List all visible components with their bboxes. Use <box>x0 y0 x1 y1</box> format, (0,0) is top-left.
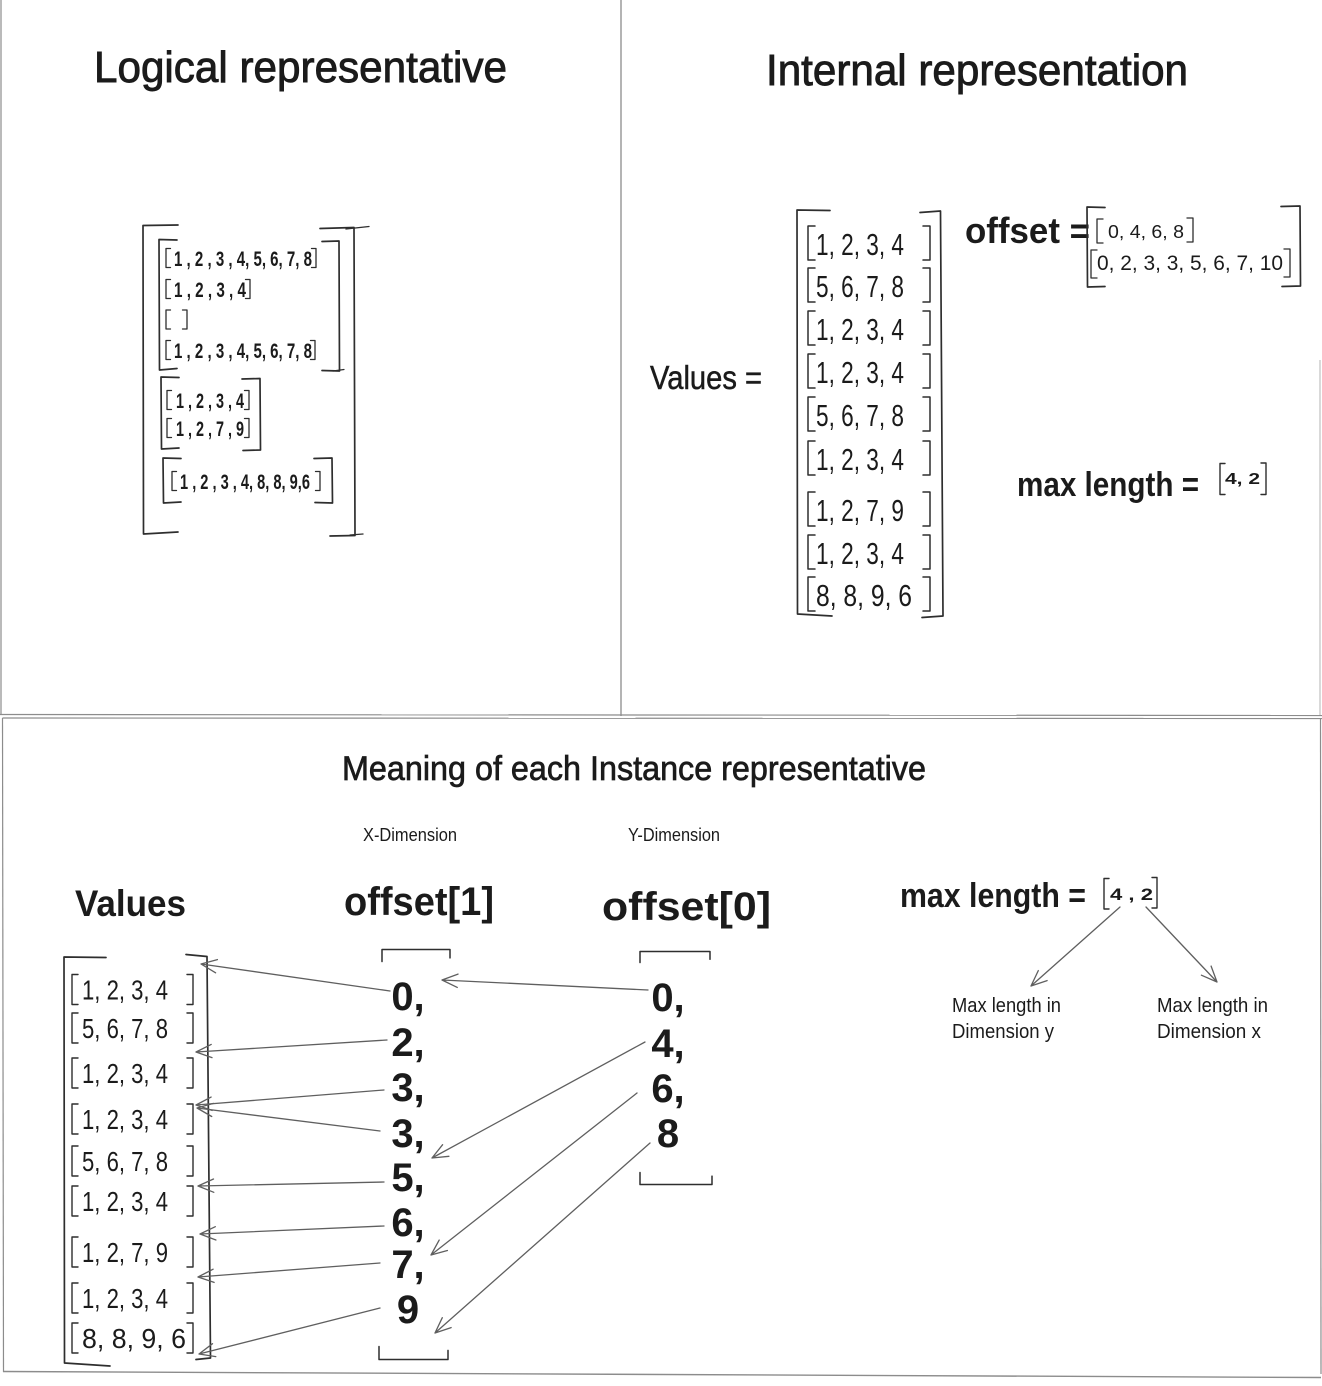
svg-text:5, 6, 7, 8: 5, 6, 7, 8 <box>816 398 904 433</box>
svg-text:2,: 2, <box>391 1021 424 1065</box>
svg-text:8, 8, 9, 6: 8, 8, 9, 6 <box>816 578 912 613</box>
svg-text:4,: 4, <box>651 1022 684 1066</box>
svg-text:0,: 0, <box>651 976 684 1020</box>
svg-text:1 , 2 , 3 , 4, 5, 6, 7, 8: 1 , 2 , 3 , 4, 5, 6, 7, 8 <box>174 248 312 271</box>
svg-text:Y-Dimension: Y-Dimension <box>628 825 720 845</box>
svg-text:1, 2, 3, 4: 1, 2, 3, 4 <box>816 227 904 262</box>
svg-text:Dimension x: Dimension x <box>1157 1021 1261 1043</box>
svg-text:1, 2, 3, 4: 1, 2, 3, 4 <box>82 1283 168 1314</box>
svg-text:offset[0]: offset[0] <box>602 885 771 929</box>
svg-text:1, 2, 3, 4: 1, 2, 3, 4 <box>816 355 904 390</box>
svg-text:Internal representation: Internal representation <box>766 46 1188 95</box>
svg-text:6,: 6, <box>391 1201 424 1245</box>
svg-text:3,: 3, <box>391 1112 424 1156</box>
svg-text:0, 4, 6, 8: 0, 4, 6, 8 <box>1108 221 1184 242</box>
svg-text:5, 6, 7, 8: 5, 6, 7, 8 <box>816 269 904 304</box>
svg-text:1, 2, 7, 9: 1, 2, 7, 9 <box>82 1237 168 1268</box>
svg-text:1, 2, 3, 4: 1, 2, 3, 4 <box>816 312 904 347</box>
svg-text:1 , 2 , 3 , 4, 5, 6, 7, 8: 1 , 2 , 3 , 4, 5, 6, 7, 8 <box>174 340 312 363</box>
svg-text:1, 2, 3, 4: 1, 2, 3, 4 <box>816 536 904 571</box>
svg-text:8, 8, 9, 6: 8, 8, 9, 6 <box>82 1323 186 1354</box>
svg-text:offset[1]: offset[1] <box>344 880 494 924</box>
svg-text:Values =: Values = <box>650 359 762 396</box>
svg-text:1, 2, 3, 4: 1, 2, 3, 4 <box>82 1186 168 1217</box>
svg-text:1 , 2 , 3 , 4, 8, 8, 9,6: 1 , 2 , 3 , 4, 8, 8, 9,6 <box>180 471 310 494</box>
svg-text:0, 2, 3, 3, 5, 6, 7, 10: 0, 2, 3, 3, 5, 6, 7, 10 <box>1097 251 1283 275</box>
svg-text:1, 2, 3, 4: 1, 2, 3, 4 <box>82 1058 168 1089</box>
svg-text:5,: 5, <box>391 1156 424 1200</box>
svg-text:max length =: max length = <box>1017 466 1199 504</box>
svg-text:8: 8 <box>657 1112 679 1156</box>
svg-text:Max length in: Max length in <box>952 995 1061 1017</box>
svg-text:3,: 3, <box>391 1066 424 1110</box>
svg-text:0,: 0, <box>391 975 424 1019</box>
svg-text:4, 2: 4, 2 <box>1225 471 1260 488</box>
svg-text:1, 2, 3, 4: 1, 2, 3, 4 <box>82 1104 168 1135</box>
svg-text:5, 6, 7, 8: 5, 6, 7, 8 <box>82 1013 168 1044</box>
svg-text:max length =: max length = <box>900 877 1086 915</box>
svg-text:1, 2, 3, 4: 1, 2, 3, 4 <box>82 975 168 1006</box>
svg-text:Meaning of each Instance repre: Meaning of each Instance representative <box>342 750 926 788</box>
svg-text:X-Dimension: X-Dimension <box>363 825 457 845</box>
svg-text:Logical representative: Logical representative <box>94 43 507 92</box>
svg-text:9: 9 <box>397 1288 419 1332</box>
svg-text:5, 6, 7, 8: 5, 6, 7, 8 <box>82 1146 168 1177</box>
svg-text:6,: 6, <box>651 1067 684 1111</box>
svg-text:Max length in: Max length in <box>1157 995 1268 1017</box>
svg-text:1, 2, 7, 9: 1, 2, 7, 9 <box>816 493 904 528</box>
svg-text:1 , 2 , 3 , 4: 1 , 2 , 3 , 4 <box>174 279 246 302</box>
svg-text:1 , 2 , 3 , 4: 1 , 2 , 3 , 4 <box>176 390 244 413</box>
svg-text:offset =: offset = <box>965 210 1090 251</box>
svg-text:4 , 2: 4 , 2 <box>1110 886 1153 904</box>
svg-text:Values: Values <box>75 883 186 924</box>
svg-text:1 , 2 , 7 , 9: 1 , 2 , 7 , 9 <box>176 418 244 441</box>
svg-text:1, 2, 3, 4: 1, 2, 3, 4 <box>816 442 904 477</box>
svg-text:Dimension y: Dimension y <box>952 1021 1054 1043</box>
svg-text:7,: 7, <box>391 1243 424 1287</box>
